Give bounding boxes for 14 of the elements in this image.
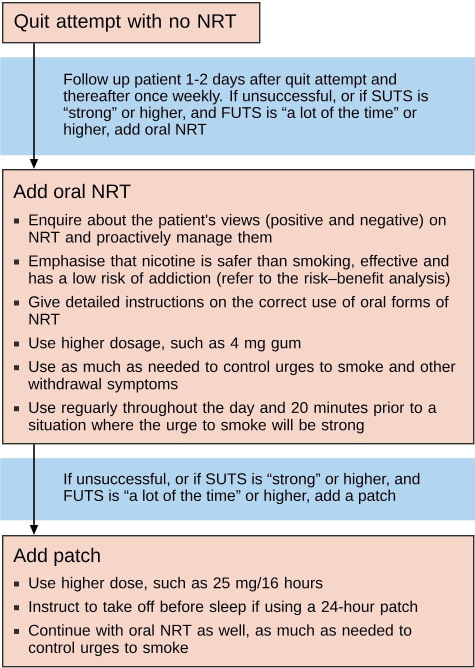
list-item: Use higher dose, such as 25 mg/16 hours — [29, 576, 322, 592]
list-item: Use reguarly throughout the day and 20 minutes prior to a situation where the urge to smoke will be strong — [28, 402, 437, 434]
list-item: Enquire about the patient's views (positive and negative) on NRT and proactively manage them — [29, 214, 446, 246]
list-item: Give detailed instructions on the correct use of oral forms of NRT — [28, 296, 449, 324]
box-heading: Add patch — [13, 548, 100, 566]
list-item: Continue with oral NRT as well, as much as needed to control urges to smoke — [28, 624, 412, 656]
edge-label: Follow up patient 1-2 days after quit attempt and thereafter once weekly. If unsuccessful, or if SUTS is “strong” or higher, and FUTS is “a lot of the time” or higher, add oral NRT — [0, 57, 475, 156]
edge-label: If unsuccessful, or if SUTS is “strong” or higher, and FUTS is “a lot of the time” or higher, add a patch — [0, 458, 475, 520]
list-item: Instruct to take off before sleep if using a 24-hour patch — [30, 600, 418, 616]
list-item: Emphasise that nicotine is safer than smoking, effective and has a low risk of addiction (refer to the risk–benefit analysis) — [29, 254, 450, 287]
process-box: Quit attempt with no NRT — [2, 2, 260, 44]
box-heading: Add oral NRT — [13, 184, 130, 198]
list-item: Use as much as needed to control urges to smoke and other withdrawal symptoms — [28, 360, 456, 392]
list-item: Use higher dosage, such as 4 mg gum — [29, 336, 300, 352]
